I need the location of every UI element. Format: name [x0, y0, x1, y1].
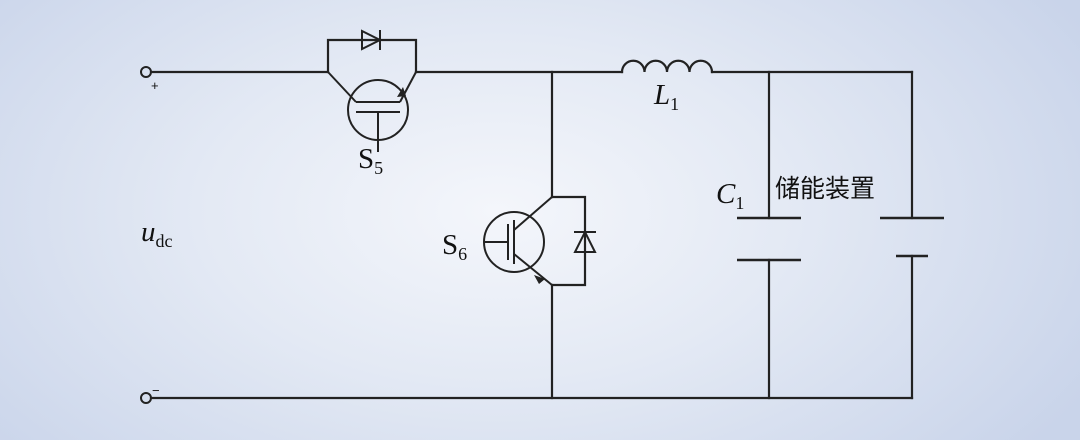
l1-label-sub: 1 [670, 94, 679, 114]
positive-sign: + [151, 78, 159, 93]
inductor-l1: L1 [620, 59, 714, 114]
input-voltage-label: udc [141, 216, 173, 251]
c1-label-main: C [716, 178, 736, 210]
voltage-symbol: u [141, 216, 156, 248]
s6-emitter [513, 253, 553, 286]
energy-storage: 储能装置 [775, 174, 944, 258]
s5-diode-icon [361, 29, 383, 51]
capacitor-c1: C1 [716, 178, 801, 262]
s5-diode-wire [326, 38, 418, 74]
c1-label-sub: 1 [735, 193, 744, 213]
l1-label: L1 [653, 79, 679, 114]
storage-label: 储能装置 [775, 174, 875, 203]
s6-switch: S6 [442, 195, 597, 287]
s6-collector [513, 196, 553, 231]
input-terminals: + − udc [140, 66, 173, 404]
voltage-subscript: dc [156, 231, 173, 251]
l1-label-main: L [653, 79, 670, 111]
wires [149, 70, 914, 400]
s6-label: S6 [442, 229, 467, 264]
s5-switch: S5 [326, 29, 418, 178]
inductor-icon [620, 59, 714, 74]
s5-collector [327, 71, 357, 103]
s5-label: S5 [358, 143, 383, 178]
s5-label-sub: 5 [374, 158, 383, 178]
c1-label: C1 [716, 178, 744, 213]
s6-label-sub: 6 [458, 244, 467, 264]
s6-diode-wire [550, 195, 587, 287]
s6-emitter-arrow-icon [534, 275, 545, 284]
negative-terminal [140, 392, 152, 404]
s5-label-main: S [358, 143, 374, 175]
s6-label-main: S [442, 229, 458, 261]
negative-sign: − [152, 383, 160, 398]
s6-diode-icon [573, 229, 597, 253]
s5-emitter [399, 71, 417, 103]
s5-emitter-arrow-icon [397, 87, 406, 97]
positive-terminal [140, 66, 152, 78]
